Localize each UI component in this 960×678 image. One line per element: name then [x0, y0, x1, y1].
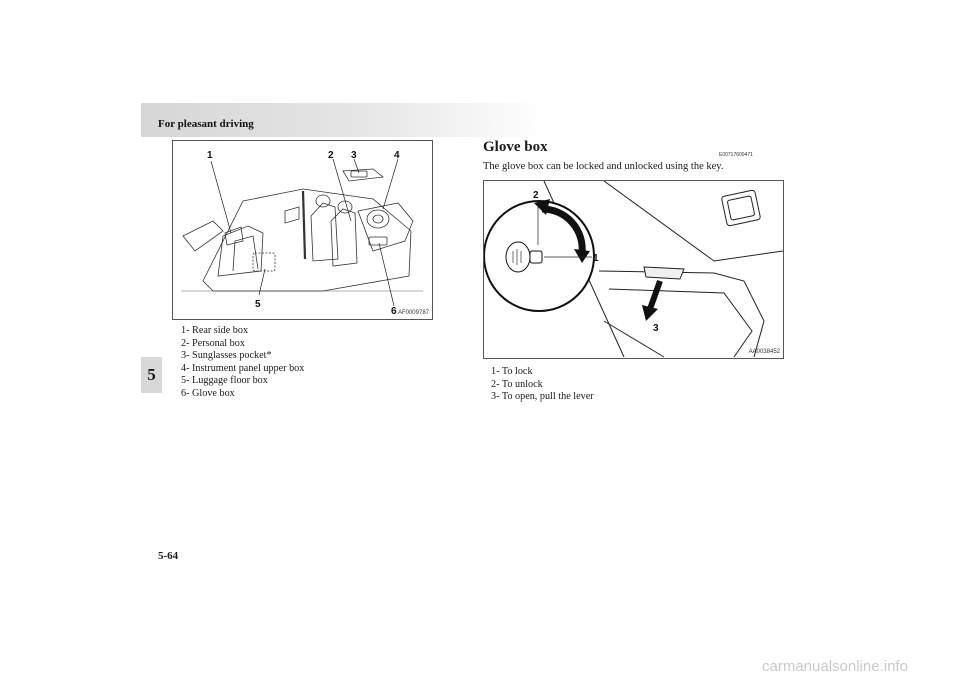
- callout-4: 4: [394, 150, 400, 161]
- glove-box-illustration: 2 1 3: [484, 181, 783, 358]
- caption-item: 2- To unlock: [491, 378, 543, 390]
- header-band: [141, 103, 548, 137]
- callout-1: 1: [593, 253, 599, 264]
- section-code: E00717600471: [719, 152, 753, 158]
- storage-caption-list: 1- Rear side box 2- Personal box 3- Sung…: [181, 325, 304, 401]
- watermark: carmanualsonline.info: [762, 658, 908, 675]
- chapter-tab: 5: [141, 357, 162, 393]
- callout-2: 2: [328, 150, 334, 161]
- callout-2: 2: [533, 190, 539, 201]
- callout-3: 3: [653, 323, 659, 334]
- caption-item: 3- Sunglasses pocket*: [181, 350, 272, 362]
- caption-item: 1- To lock: [491, 366, 533, 377]
- figure-code: AA0038452: [748, 349, 780, 355]
- section-title: Glove box: [483, 139, 548, 155]
- glove-box-figure: 2 1 3 AA0038452: [483, 180, 784, 359]
- storage-locations-figure: 1 2 3 4 5 6 AF0009787: [172, 140, 433, 320]
- caption-item: 4- Instrument panel upper box: [181, 362, 305, 374]
- callout-6: 6: [391, 306, 397, 317]
- glove-box-caption-list: 1- To lock 2- To unlock 3- To open, pull…: [491, 366, 594, 404]
- callout-3: 3: [351, 150, 357, 161]
- caption-item: 1- Rear side box: [181, 325, 249, 336]
- figure-code: AF0009787: [397, 310, 429, 316]
- caption-item: 5- Luggage floor box: [181, 375, 268, 387]
- page-number: 5-64: [158, 550, 179, 562]
- page-header-title: For pleasant driving: [158, 118, 254, 130]
- car-interior-illustration: 1 2 3 4 5 6: [181, 150, 423, 317]
- callout-1: 1: [207, 150, 213, 161]
- caption-item: 6- Glove box: [181, 387, 235, 399]
- section-body: The glove box can be locked and unlocked…: [483, 161, 724, 172]
- callout-5: 5: [255, 299, 261, 310]
- caption-item: 2- Personal box: [181, 337, 245, 349]
- caption-item: 3- To open, pull the lever: [491, 391, 594, 403]
